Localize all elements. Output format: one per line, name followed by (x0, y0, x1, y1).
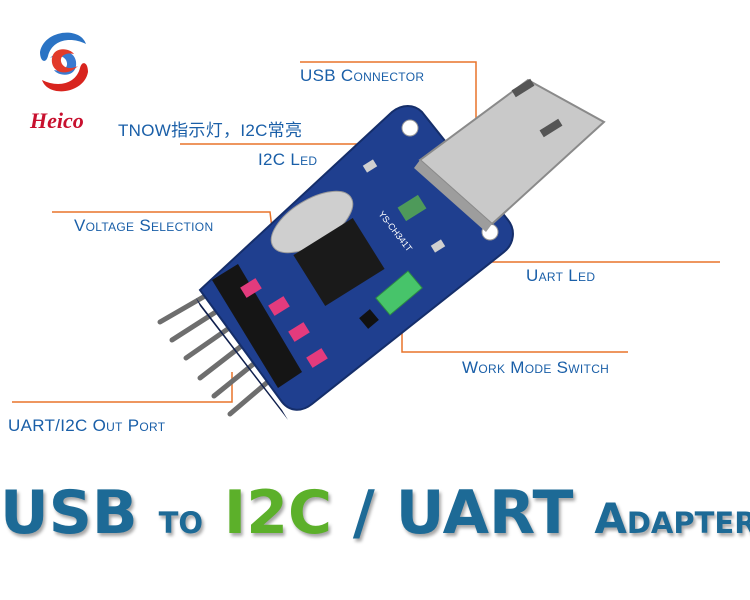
tnow-note-label: TNOW指示灯，I2C常亮 (118, 121, 303, 140)
footer-adapter: Adapter (594, 494, 750, 543)
brand-name: Heico (30, 108, 84, 133)
footer-uart: UART (395, 478, 574, 548)
heico-logo-icon (32, 30, 96, 94)
usb-connector (414, 78, 606, 232)
i2c-led-label: I2C Led (258, 150, 318, 169)
voltage-selection-label: Voltage Selection (74, 216, 214, 235)
header-pins (157, 289, 273, 417)
out-port-label: UART/I2C Out Port (8, 416, 166, 435)
work-mode-line (401, 302, 628, 353)
work-mode-switch-label: Work Mode Switch (462, 358, 610, 377)
footer-slash: / (352, 478, 375, 548)
footer-i2c: I2C (223, 478, 332, 548)
footer-title: USB to I2C / UART Adapter (0, 478, 750, 548)
footer-usb: USB (0, 478, 138, 548)
usb-connector-line (300, 61, 477, 130)
footer-to: to (158, 494, 203, 543)
uart-led-label: Uart Led (526, 266, 596, 285)
usb-connector-label: USB Connector (300, 66, 425, 85)
